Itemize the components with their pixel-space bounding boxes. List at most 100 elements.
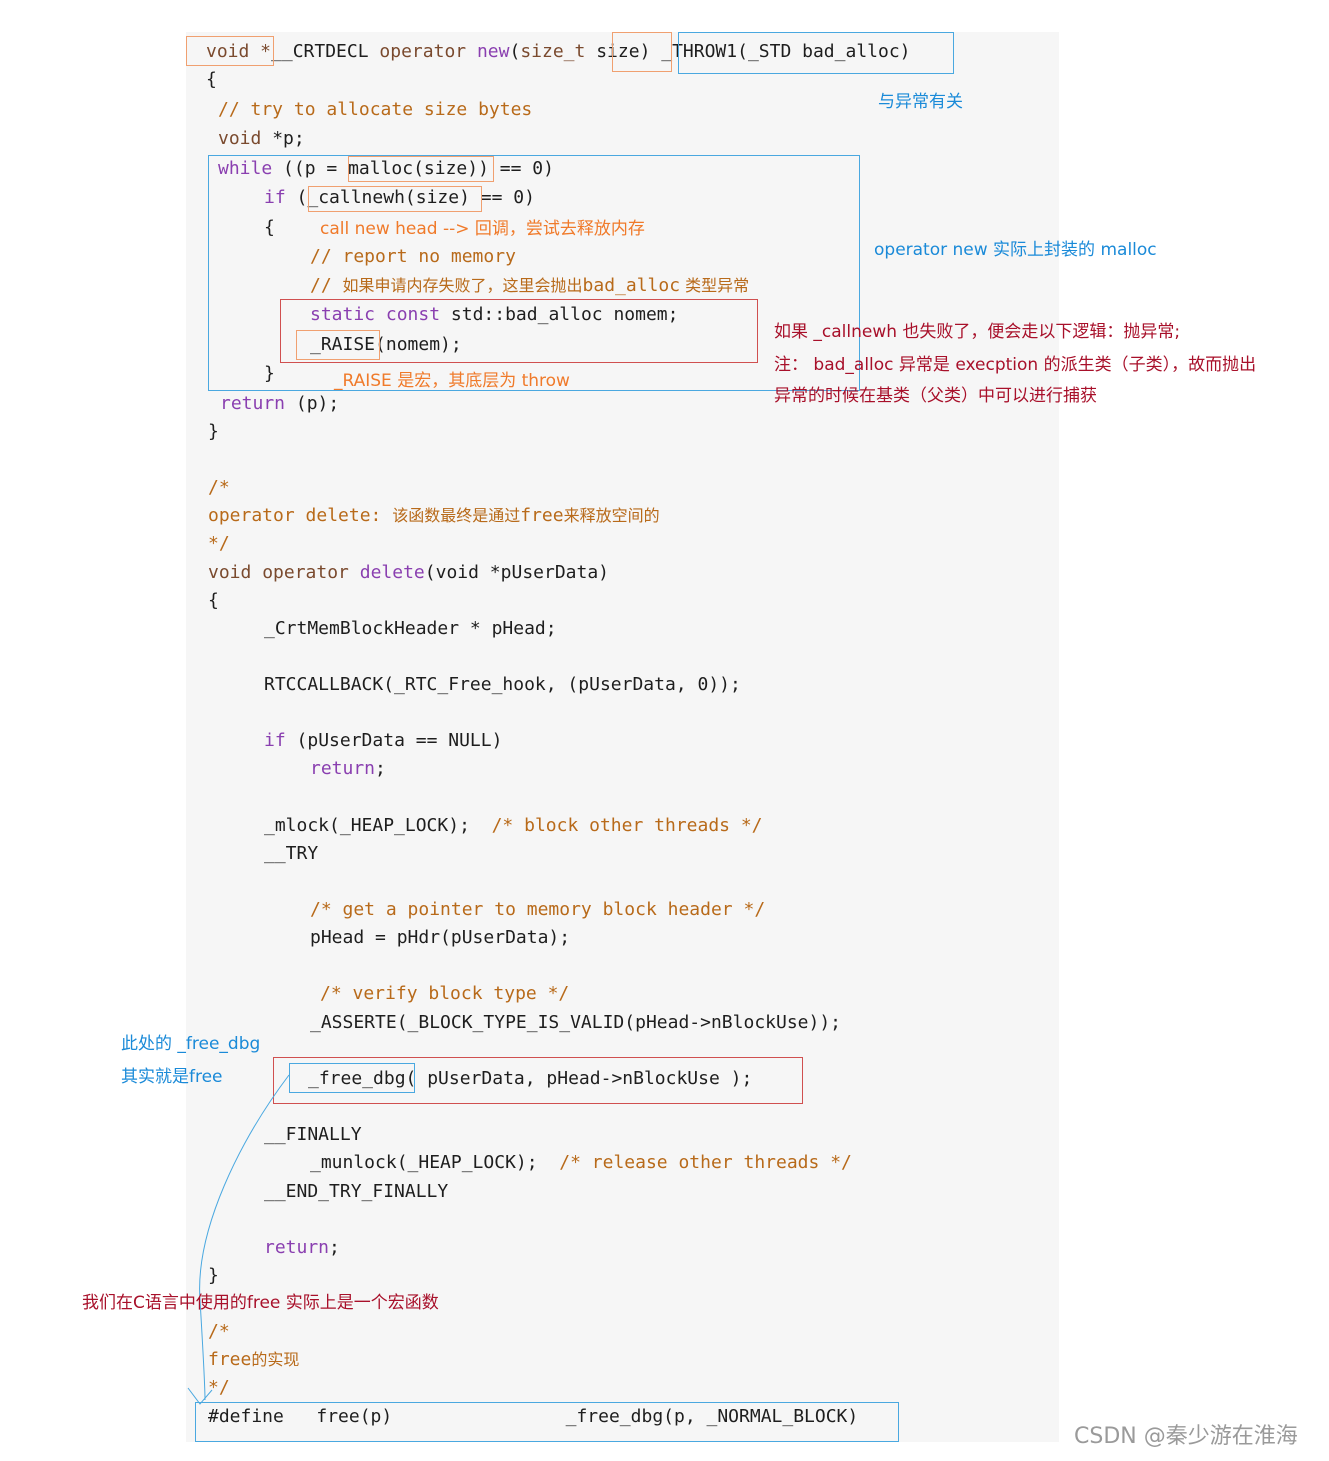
rtc-callback-line: RTCCALLBACK(_RTC_Free_hook, (pUserData, …: [264, 674, 741, 695]
return-keyword-2: return: [310, 758, 376, 779]
raise-block-box: [280, 299, 758, 363]
free-comment-open: /*: [208, 1321, 230, 1342]
finally-line: __FINALLY: [264, 1124, 362, 1145]
define-line: #define free(p) _free_dbg(p, _NORMAL_BLO…: [208, 1405, 858, 1429]
end-try-line: __END_TRY_FINALLY: [264, 1181, 449, 1202]
size-param-box: [612, 32, 672, 72]
free-comment-text: free的实现: [208, 1348, 299, 1372]
while-cond-b: ) == 0): [478, 158, 554, 179]
size-t-type: size_t: [520, 41, 586, 62]
comment-badalloc: bad_alloc: [582, 275, 681, 296]
delete-comment-a: operator delete:: [208, 505, 393, 526]
note-callnewh-fail-2: 注： bad_alloc 异常是 execption 的派生类（子类），故而抛出: [774, 355, 1257, 375]
note-callnewh-fail-1: 如果 _callnewh 也失败了，便会走以下逻辑：抛异常;: [774, 322, 1181, 342]
ret-type: void *: [206, 41, 272, 62]
delete-comment-free: free: [520, 505, 564, 526]
delete-keyword: delete: [359, 562, 425, 583]
brace-close: }: [208, 421, 219, 442]
note-c-free-macro: 我们在C语言中使用的free 实际上是一个宏函数: [82, 1293, 439, 1313]
if-null-cond: (pUserData == NULL): [296, 730, 503, 751]
watermark: CSDN @秦少游在淮海: [1074, 1424, 1298, 1449]
munlock-line: _munlock(_HEAP_LOCK); /* release other t…: [310, 1151, 852, 1175]
delete-comment-cn-b: 来释放空间的: [563, 506, 660, 525]
malloc-box: [348, 156, 494, 182]
static-nomem-line: static const std::bad_alloc nomem;: [310, 303, 678, 327]
delete-params: (void *pUserData): [424, 562, 610, 583]
while-cond-a: ((p =: [283, 158, 338, 179]
note-callnew-head: call new head --> 回调，尝试去释放内存: [320, 219, 645, 239]
static-keyword: static: [310, 304, 376, 325]
return-p-line: return (p);: [220, 392, 339, 416]
delete-signature: void operator delete(void *pUserData): [208, 561, 609, 585]
if-paren: (: [296, 187, 308, 208]
note-wraps-malloc: operator new 实际上封装的 malloc: [874, 240, 1157, 260]
brace-open: {: [206, 69, 217, 90]
note-raise-is-macro: _RAISE 是宏，其底层为 throw: [334, 371, 570, 391]
free-dbg-name-box: [289, 1063, 415, 1093]
mlock-line: _mlock(_HEAP_LOCK); /* block other threa…: [264, 814, 763, 838]
comment-get-pointer: /* get a pointer to memory block header …: [310, 899, 766, 920]
delete-brace-open: {: [208, 590, 219, 611]
free-comment-close: */: [208, 1377, 230, 1398]
delete-comment-close: */: [208, 533, 230, 554]
throw-spec: _THROW1(_STD bad_alloc): [661, 41, 911, 62]
note-exception-related: 与异常有关: [878, 92, 963, 112]
note-callnewh-fail-3: 异常的时候在基类（父类）中可以进行捕获: [774, 386, 1097, 406]
comment-cn-text: 如果申请内存失败了，这里会抛出: [342, 276, 583, 295]
free-dbg-args: pUserData, pHead->nBlockUse );: [416, 1068, 753, 1089]
paren: (: [509, 41, 521, 62]
define-value: _free_dbg(p, _NORMAL_BLOCK): [565, 1406, 859, 1427]
malloc-call: malloc(size): [348, 158, 479, 179]
while-line: while ((p = malloc(size)) == 0): [218, 157, 554, 181]
delete-comment-cn-a: 该函数最终是通过: [392, 506, 521, 525]
if-keyword: if: [264, 187, 286, 208]
comment-verify: /* verify block type */: [320, 983, 570, 1004]
inner-brace-open: {: [264, 217, 275, 238]
if-cond-b: == 0): [469, 187, 535, 208]
callnewh-call: _callnewh(size): [307, 187, 470, 208]
define-box: [195, 1402, 899, 1442]
size-param: size: [596, 41, 640, 62]
define-name: free(p): [316, 1406, 393, 1427]
comment-release-threads: /* release other threads */: [559, 1152, 852, 1173]
comment-prefix: //: [310, 275, 343, 296]
semicolon: ;: [375, 758, 386, 779]
callnewh-box: [308, 186, 482, 212]
if-callnewh-line: if (_callnewh(size) == 0): [264, 186, 535, 210]
comment-cn-suffix: 类型异常: [680, 276, 750, 295]
delete-operator: operator: [262, 562, 349, 583]
void-p-decl: void *p;: [218, 127, 305, 151]
comment-report: // report no memory: [310, 246, 516, 267]
phead-assign-line: pHead = pHdr(pUserData);: [310, 927, 571, 948]
delete-comment-text: operator delete: 该函数最终是通过free来释放空间的: [208, 504, 660, 528]
raise-args: (nomem);: [375, 334, 462, 355]
while-block-box: [208, 155, 860, 391]
try-line: __TRY: [264, 843, 319, 864]
raise-macro-box: [296, 330, 380, 360]
void-keyword: void: [218, 128, 262, 149]
free-comment-a: free: [208, 1349, 252, 1370]
mlock-call: _mlock(_HEAP_LOCK);: [264, 815, 470, 836]
static-rest: std::bad_alloc nomem;: [450, 304, 679, 325]
operator-keyword: operator: [379, 41, 467, 62]
void-ptr-box: [186, 36, 274, 66]
raise-macro: _RAISE: [310, 334, 376, 355]
comment-block-threads: /* block other threads */: [491, 815, 763, 836]
raise-line: _RAISE(nomem);: [310, 333, 462, 357]
comment-chinese: // 如果申请内存失败了，这里会抛出bad_alloc 类型异常: [310, 274, 749, 298]
semicolon-2: ;: [329, 1237, 340, 1258]
while-keyword: while: [218, 158, 273, 179]
code-panel: [186, 32, 1059, 1442]
if-null-keyword: if: [264, 730, 286, 751]
asserte-line: _ASSERTE(_BLOCK_TYPE_IS_VALID(pHead->nBl…: [310, 1012, 842, 1033]
delete-comment-open: /*: [208, 477, 230, 498]
if-null-line: if (pUserData == NULL): [264, 729, 502, 753]
new-keyword: new: [476, 41, 510, 62]
inner-brace-close: }: [264, 363, 275, 384]
return-value: (p);: [295, 393, 340, 414]
free-dbg-fn: _free_dbg(: [308, 1068, 417, 1089]
p-var: *p;: [272, 128, 305, 149]
crtdecl-macro: __CRTDECL: [271, 41, 369, 62]
close-paren: ): [639, 41, 651, 62]
